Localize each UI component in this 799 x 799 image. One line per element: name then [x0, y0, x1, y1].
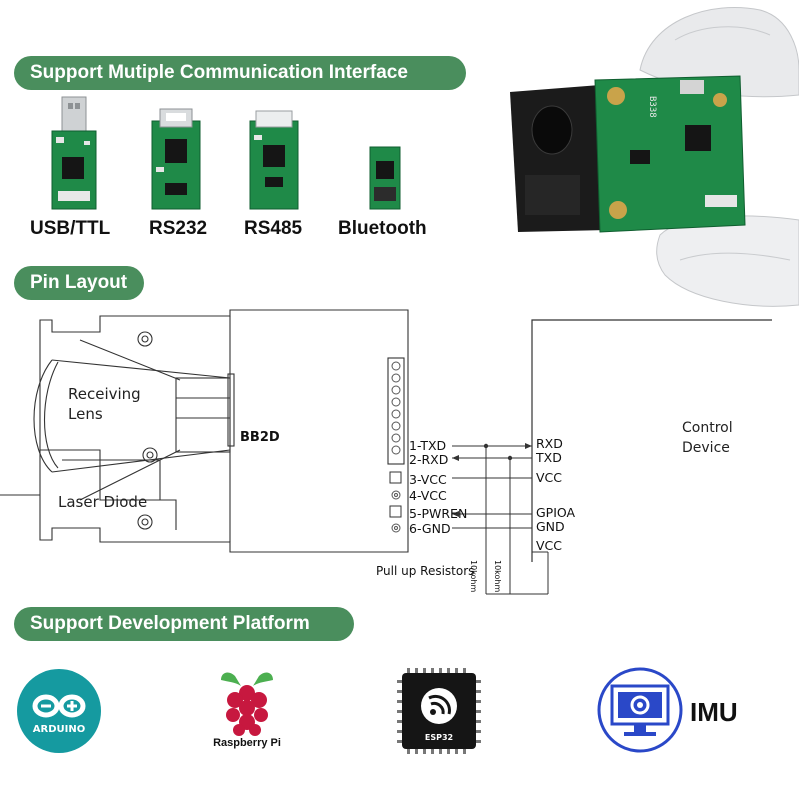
receiving-lens-label-line2: Lens [68, 405, 103, 423]
module-label-usb-ttl: USB/TTL [30, 218, 111, 239]
laser-diode-label: Laser Diode [58, 493, 148, 511]
receiving-lens-label-line1: Receiving [68, 385, 141, 403]
imu-label: IMU [690, 697, 738, 727]
module-label-bluetooth: Bluetooth [338, 218, 427, 239]
module-name-label: BB2D [240, 430, 280, 445]
pin-layout-diagram [0, 309, 772, 595]
control-device-label-line2: Device [682, 440, 730, 456]
esp32-chip: ESP32 [397, 668, 481, 754]
module-images [51, 96, 401, 210]
raspberry-pi-label: Raspberry Pi [213, 737, 281, 749]
module-pin-5: 5-PWREN [409, 506, 468, 521]
raspberry-pi-logo [221, 672, 273, 736]
pin-section-title: Pin Layout [14, 266, 144, 300]
control-pin-gpioa: GPIOA [536, 505, 576, 520]
product-photo: B338 [510, 7, 799, 307]
rs232-module-image [151, 108, 201, 210]
bluetooth-module-image [369, 146, 401, 210]
pullup-resistors-label: Pull up Resistors [376, 564, 475, 578]
arduino-logo: ARDUINO [17, 669, 101, 753]
module-label-rs232: RS232 [149, 218, 208, 239]
control-pin-rxd: RXD [536, 436, 563, 451]
usb-ttl-module-image [51, 96, 97, 210]
module-label-rs485: RS485 [244, 218, 303, 239]
platform-section-title: Support Development Platform [14, 607, 354, 641]
resistor-label-2: 10kohm [493, 560, 502, 593]
module-pin-3: 3-VCC [409, 472, 447, 487]
imu-icon [597, 667, 683, 753]
module-pin-4: 4-VCC [409, 488, 447, 503]
control-pin-gnd: GND [536, 519, 565, 534]
control-pin-vcc: VCC [536, 470, 563, 485]
control-device-label-line1: Control [682, 420, 733, 436]
control-pin-txd: TXD [536, 450, 562, 465]
esp32-label: ESP32 [425, 733, 453, 742]
board-marking: B338 [647, 96, 657, 118]
module-pin-2: 2-RXD [409, 452, 449, 467]
comm-section-title: Support Mutiple Communication Interface [14, 56, 466, 90]
control-pin-vcc-2: VCC [536, 538, 563, 553]
module-pin-6: 6-GND [409, 521, 451, 536]
arduino-logo-text: ARDUINO [33, 724, 85, 735]
rs485-module-image [249, 110, 299, 210]
module-pin-1: 1-TXD [409, 438, 447, 453]
